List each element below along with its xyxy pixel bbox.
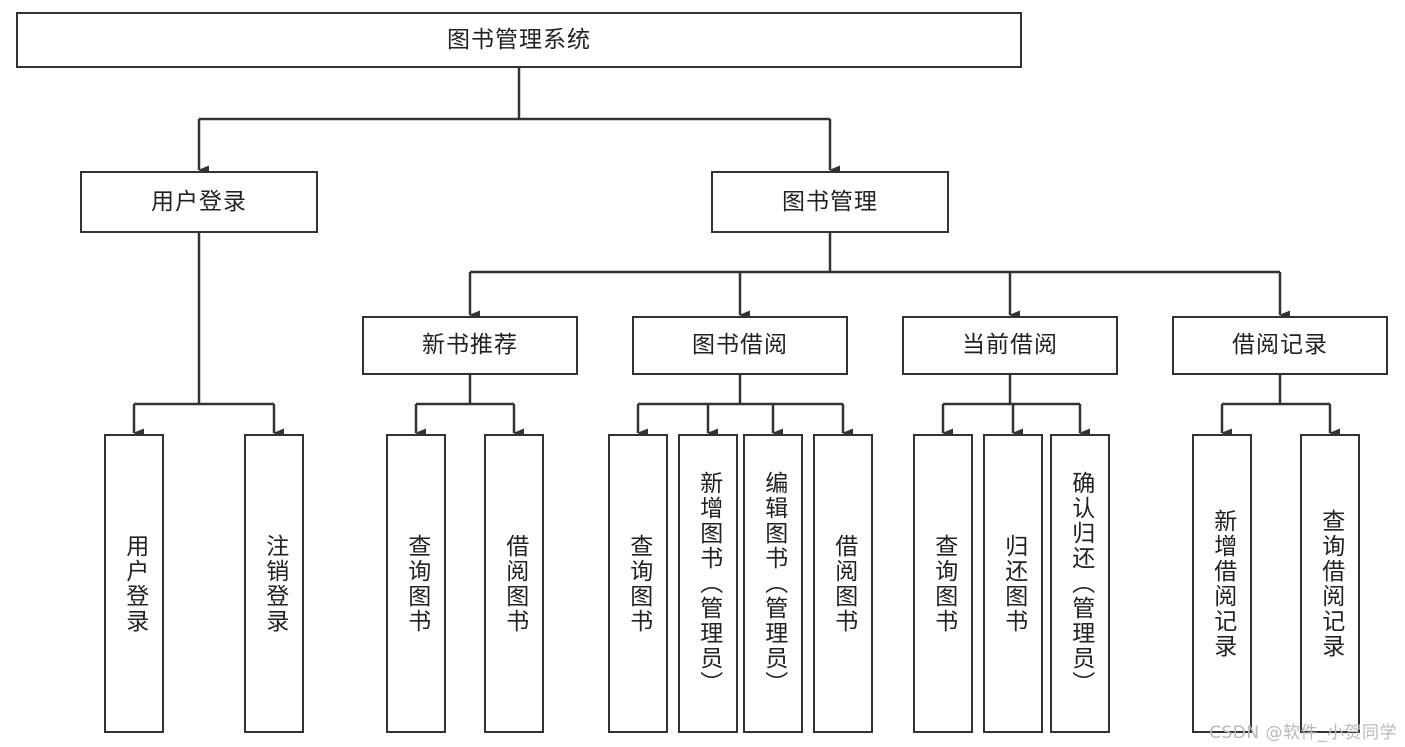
node-label: 图书管理	[782, 188, 878, 215]
node-label: 当前借阅	[962, 332, 1058, 359]
node-leaf-rc-add[interactable]: 新增借阅记录	[1192, 434, 1252, 733]
node-leaf-user-logout[interactable]: 注销登录	[244, 434, 304, 733]
node-label: 新增借阅记录	[1209, 508, 1236, 659]
node-label: 图书管理系统	[447, 26, 591, 53]
node-leaf-cu-query[interactable]: 查询图书	[913, 434, 973, 733]
node-newbook[interactable]: 新书推荐	[362, 316, 578, 375]
node-leaf-nb-borrow[interactable]: 借阅图书	[484, 434, 544, 733]
node-label: 归还图书	[1000, 533, 1027, 634]
node-label: 借阅图书	[501, 533, 528, 634]
node-label: 确认归还（管理员）	[1067, 471, 1094, 696]
node-borrow[interactable]: 图书借阅	[632, 316, 848, 375]
node-label: 编辑图书（管理员）	[760, 471, 787, 696]
node-leaf-bw-edit[interactable]: 编辑图书（管理员）	[743, 434, 803, 733]
node-leaf-rc-query[interactable]: 查询借阅记录	[1300, 434, 1360, 733]
node-label: 查询图书	[930, 533, 957, 634]
node-label: 借阅图书	[830, 533, 857, 634]
node-leaf-bw-query[interactable]: 查询图书	[608, 434, 668, 733]
node-leaf-bw-borrow[interactable]: 借阅图书	[813, 434, 873, 733]
node-bookmgmt[interactable]: 图书管理	[711, 171, 949, 233]
node-label: 注销登录	[261, 533, 288, 634]
node-label: 查询图书	[403, 533, 430, 634]
node-label: 新增图书（管理员）	[695, 471, 722, 696]
node-login[interactable]: 用户登录	[80, 171, 318, 233]
node-label: 用户登录	[151, 188, 247, 215]
node-label: 图书借阅	[692, 332, 788, 359]
node-label: 用户登录	[121, 533, 148, 634]
node-leaf-cu-confirm[interactable]: 确认归还（管理员）	[1050, 434, 1110, 733]
watermark: CSDN @软件_小贺同学	[1209, 723, 1397, 743]
node-root[interactable]: 图书管理系统	[16, 12, 1022, 68]
node-records[interactable]: 借阅记录	[1172, 316, 1388, 375]
node-label: 查询借阅记录	[1317, 508, 1344, 659]
node-leaf-bw-add[interactable]: 新增图书（管理员）	[678, 434, 738, 733]
node-leaf-cu-return[interactable]: 归还图书	[983, 434, 1043, 733]
node-current[interactable]: 当前借阅	[902, 316, 1118, 375]
node-leaf-nb-query[interactable]: 查询图书	[386, 434, 446, 733]
node-label: 查询图书	[625, 533, 652, 634]
node-label: 借阅记录	[1232, 332, 1328, 359]
node-label: 新书推荐	[422, 332, 518, 359]
node-leaf-user-login[interactable]: 用户登录	[104, 434, 164, 733]
